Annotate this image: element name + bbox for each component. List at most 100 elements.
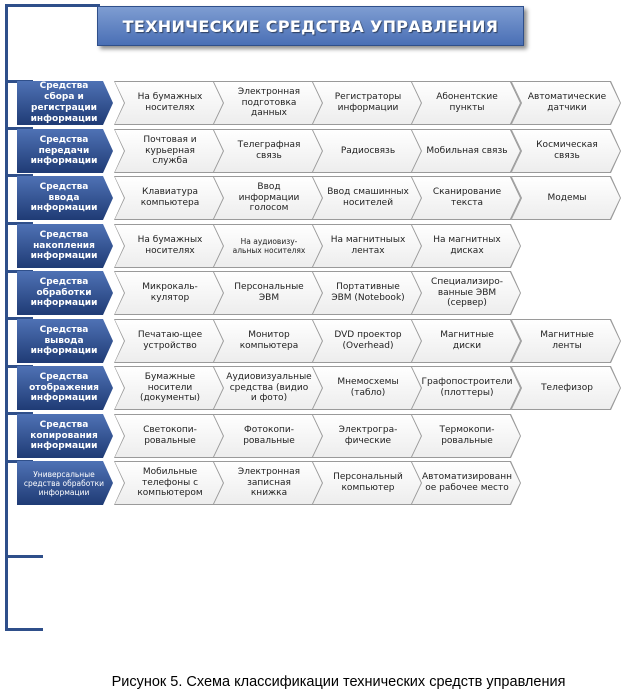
item-chevron: Портативные ЭВМ (Notebook)	[312, 271, 422, 315]
category-label: Средства копирования информации	[17, 414, 113, 458]
item-chevron: Электронная записная книжка	[213, 461, 323, 505]
item-label: Космическая связь	[512, 130, 620, 172]
item-label: Телефизор	[512, 367, 620, 409]
item-chevron: Ввод смашинных носителей	[312, 176, 422, 220]
item-label: Клавиатура компьютера	[115, 177, 223, 219]
item-label: Электронная подготовка данных	[214, 82, 322, 124]
branch-tick	[5, 222, 33, 225]
item-chevron: На бумажных носителях	[114, 81, 224, 125]
item-chevron: Сканирование текста	[411, 176, 521, 220]
item-label: На аудиовизу-альных носителях	[214, 225, 322, 267]
item-label: Ввод информации голосом	[214, 177, 322, 219]
item-chevron: Абонентские пункты	[411, 81, 521, 125]
item-chevron: Микрокаль-кулятор	[114, 271, 224, 315]
item-label: На бумажных носителях	[115, 82, 223, 124]
item-chevron: Автоматические датчики	[511, 81, 621, 125]
category-label: Средства обработки информации	[17, 271, 113, 315]
item-label: Абонентские пункты	[412, 82, 520, 124]
item-chevron: Телеграфная связь	[213, 129, 323, 173]
branch-tick	[5, 174, 33, 177]
item-chevron: Радиосвязь	[312, 129, 422, 173]
item-chevron: Магнитные ленты	[511, 319, 621, 363]
item-chevron: Персональные ЭВМ	[213, 271, 323, 315]
item-chevron: Электронная подготовка данных	[213, 81, 323, 125]
item-chevron: Ввод информации голосом	[213, 176, 323, 220]
item-chevron: Бумажные носители (документы)	[114, 366, 224, 410]
item-label: Светокопи-ровальные	[115, 415, 223, 457]
item-chevron: Специализиро-ванные ЭВМ (сервер)	[411, 271, 521, 315]
item-chevron: Мнемосхемы (табло)	[312, 366, 422, 410]
item-chevron: Персональный компьютер	[312, 461, 422, 505]
branch-tick	[5, 555, 43, 558]
item-label: Магнитные диски	[412, 320, 520, 362]
item-label: Электрогра-фические	[313, 415, 421, 457]
item-label: Микрокаль-кулятор	[115, 272, 223, 314]
item-chevron: Мобильная связь	[411, 129, 521, 173]
item-chevron: Космическая связь	[511, 129, 621, 173]
item-chevron: Телефизор	[511, 366, 621, 410]
item-label: Радиосвязь	[313, 130, 421, 172]
item-chevron: Модемы	[511, 176, 621, 220]
item-label: Автоматизированн ое рабочее место	[412, 462, 520, 504]
item-label: Персональные ЭВМ	[214, 272, 322, 314]
item-label: Фотокопи-ровальные	[214, 415, 322, 457]
diagram-title: ТЕХНИЧЕСКИЕ СРЕДСТВА УПРАВЛЕНИЯ	[97, 6, 524, 46]
item-chevron: Печатаю-щее устройство	[114, 319, 224, 363]
item-chevron: Термокопи-ровальные	[411, 414, 521, 458]
branch-tick	[5, 412, 33, 415]
item-label: Аудиовизуальные средства (видио и фото)	[214, 367, 322, 409]
item-chevron: Автоматизированн ое рабочее место	[411, 461, 521, 505]
item-chevron: Мобильные телефоны с компьютером	[114, 461, 224, 505]
item-label: Монитор компьютера	[214, 320, 322, 362]
item-label: Ввод смашинных носителей	[313, 177, 421, 219]
item-chevron: Магнитные диски	[411, 319, 521, 363]
item-chevron: Монитор компьютера	[213, 319, 323, 363]
item-label: Мнемосхемы (табло)	[313, 367, 421, 409]
item-label: Термокопи-ровальные	[412, 415, 520, 457]
item-chevron: Светокопи-ровальные	[114, 414, 224, 458]
item-label: DVD проектор (Overhead)	[313, 320, 421, 362]
category-label: Средства отображения информации	[17, 366, 113, 410]
item-chevron: Клавиатура компьютера	[114, 176, 224, 220]
category-label: Универсальные средства обработки информа…	[17, 461, 113, 505]
item-label: Магнитные ленты	[512, 320, 620, 362]
item-label: Телеграфная связь	[214, 130, 322, 172]
item-label: Бумажные носители (документы)	[115, 367, 223, 409]
item-label: Персональный компьютер	[313, 462, 421, 504]
item-label: Специализиро-ванные ЭВМ (сервер)	[412, 272, 520, 314]
item-chevron: На бумажных носителях	[114, 224, 224, 268]
item-label: На магнитных дисках	[412, 225, 520, 267]
item-chevron: DVD проектор (Overhead)	[312, 319, 422, 363]
item-chevron: На магнитныых лентах	[312, 224, 422, 268]
item-label: На бумажных носителях	[115, 225, 223, 267]
item-label: Портативные ЭВМ (Notebook)	[313, 272, 421, 314]
item-label: Почтовая и курьерная служба	[115, 130, 223, 172]
item-chevron: Регистраторы информации	[312, 81, 422, 125]
item-chevron: Аудиовизуальные средства (видио и фото)	[213, 366, 323, 410]
branch-tick	[5, 317, 33, 320]
item-label: Автоматические датчики	[512, 82, 620, 124]
category-label: Средства передачи информации	[17, 129, 113, 173]
item-label: Печатаю-щее устройство	[115, 320, 223, 362]
category-label: Средства ввода информации	[17, 176, 113, 220]
item-label: На магнитныых лентах	[313, 225, 421, 267]
category-label: Средства вывода информации	[17, 319, 113, 363]
item-chevron: Электрогра-фические	[312, 414, 422, 458]
item-chevron: Фотокопи-ровальные	[213, 414, 323, 458]
item-label: Электронная записная книжка	[214, 462, 322, 504]
category-label: Средства сбора и регистрации информации	[17, 81, 113, 125]
item-label: Графопостроители (плоттеры)	[412, 367, 520, 409]
branch-tick	[5, 127, 33, 130]
item-chevron: Графопостроители (плоттеры)	[411, 366, 521, 410]
item-chevron: На аудиовизу-альных носителях	[213, 224, 323, 268]
item-chevron: Почтовая и курьерная служба	[114, 129, 224, 173]
item-label: Регистраторы информации	[313, 82, 421, 124]
item-chevron: На магнитных дисках	[411, 224, 521, 268]
item-label: Сканирование текста	[412, 177, 520, 219]
figure-caption: Рисунок 5. Схема классификации техническ…	[111, 674, 566, 690]
item-label: Мобильная связь	[412, 130, 520, 172]
branch-tick	[5, 628, 43, 631]
item-label: Мобильные телефоны с компьютером	[115, 462, 223, 504]
branch-tick	[5, 4, 100, 7]
item-label: Модемы	[512, 177, 620, 219]
